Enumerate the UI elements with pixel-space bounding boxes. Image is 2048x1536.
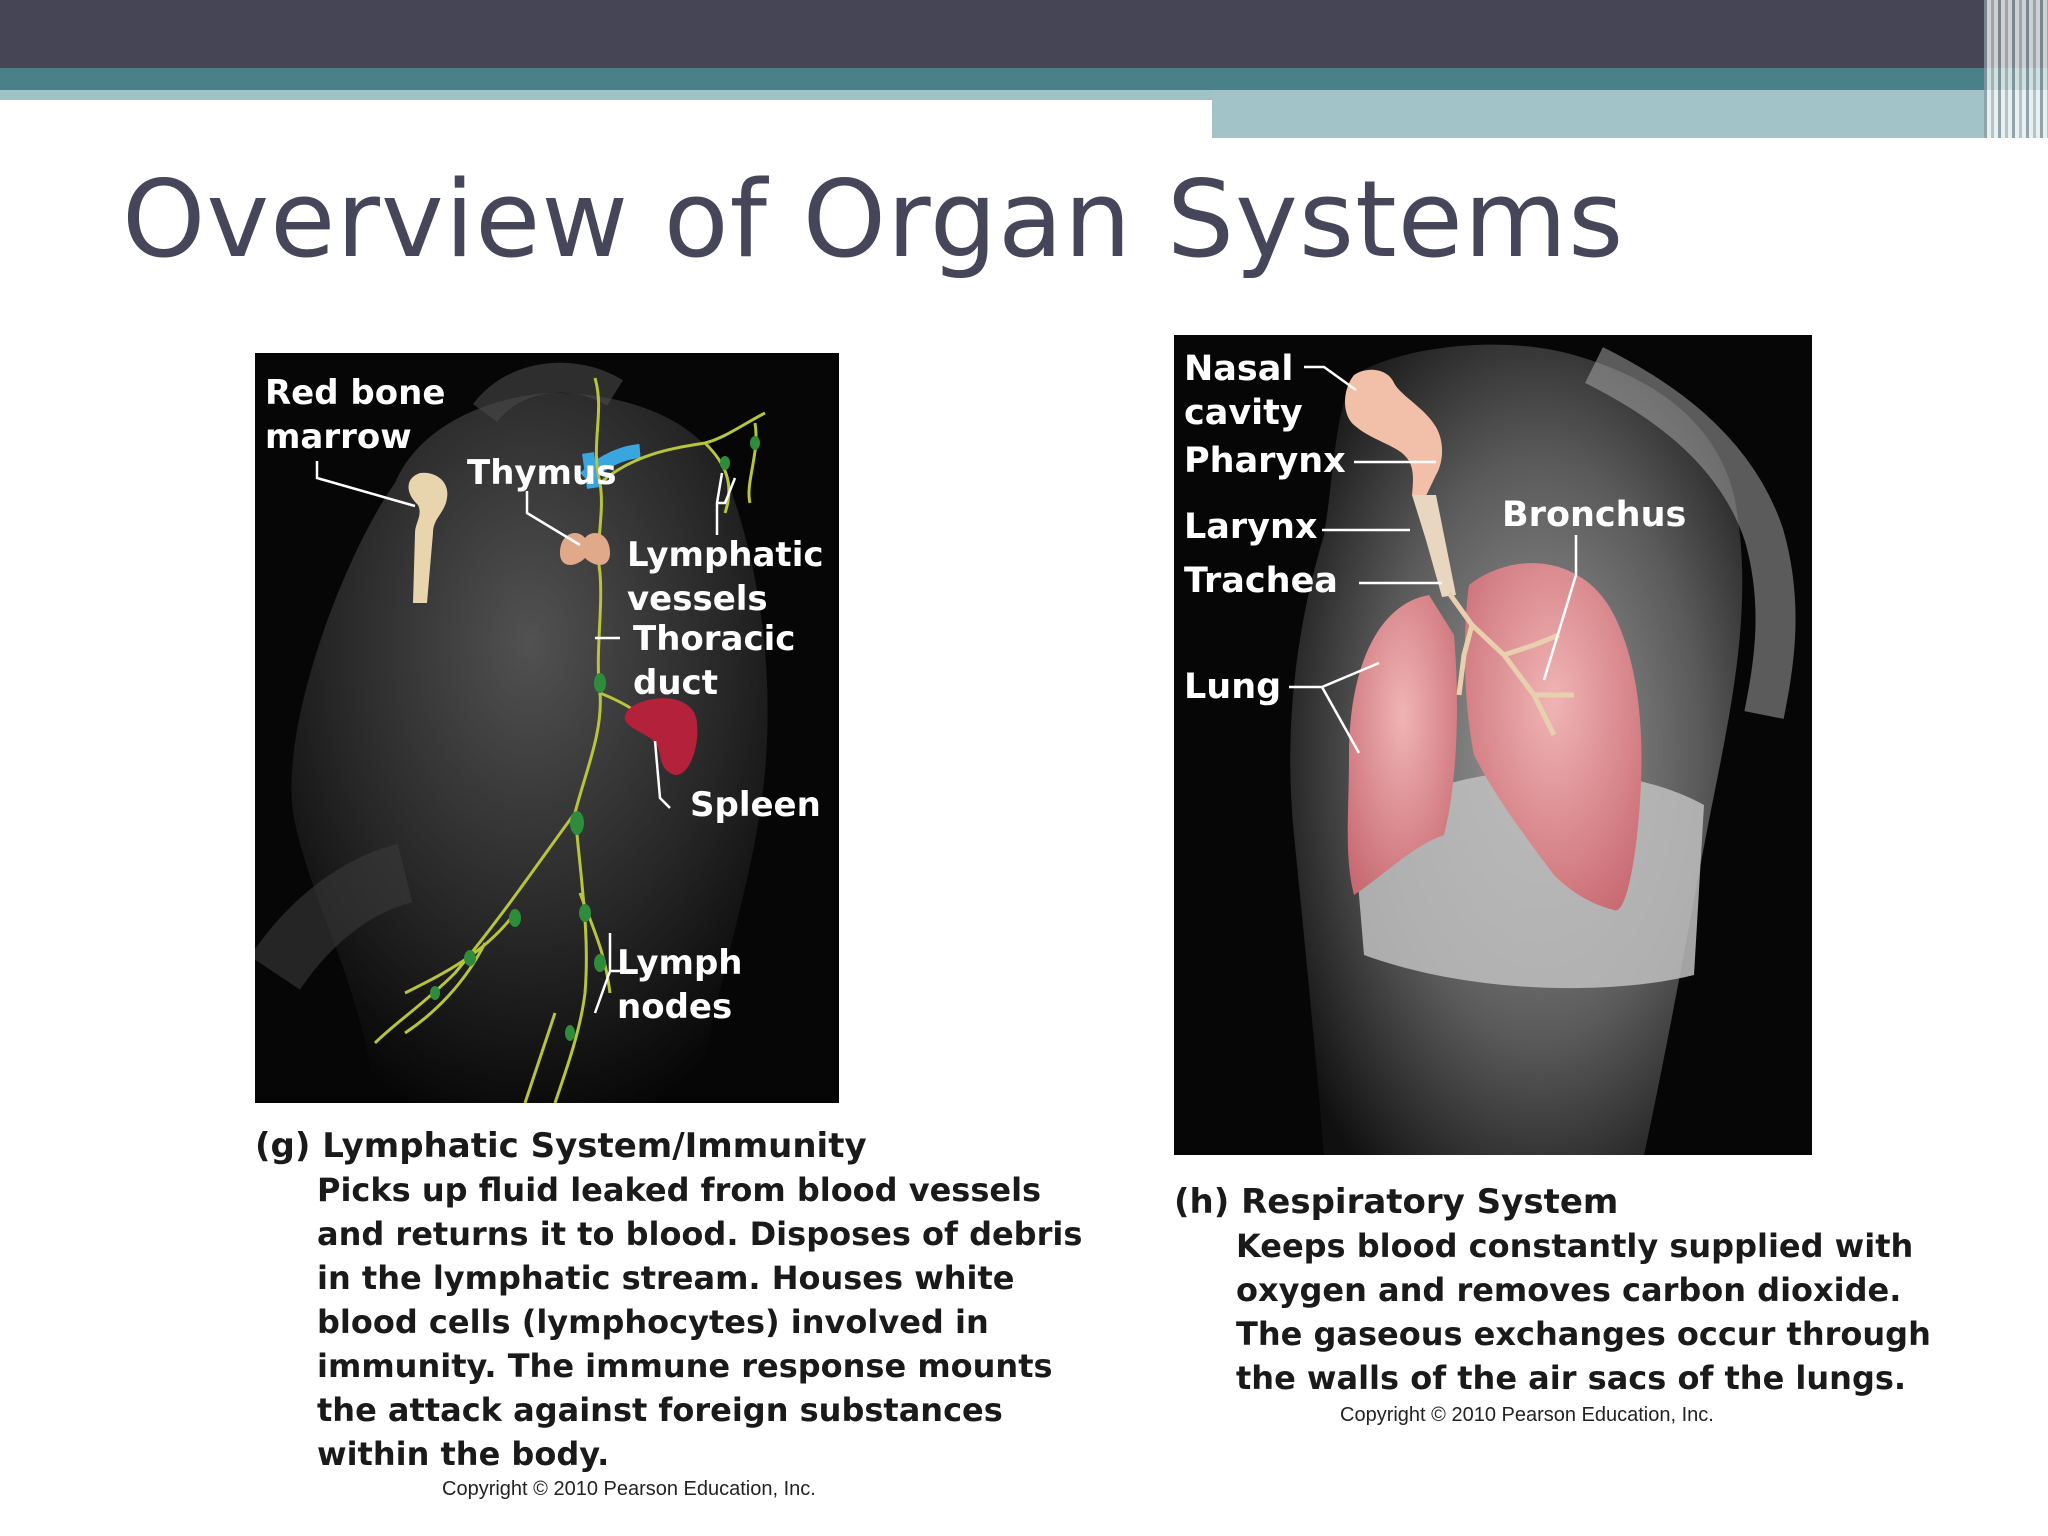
respiratory-caption-line: The gaseous exchanges occur through: [1236, 1315, 1931, 1353]
header-accent-block: [1212, 90, 2048, 138]
label-thymus: Thymus: [467, 453, 617, 493]
lymphatic-caption-line: blood cells (lymphocytes) involved in: [317, 1303, 989, 1341]
label-trachea: Trachea: [1184, 561, 1338, 601]
respiratory-copyright: Copyright © 2010 Pearson Education, Inc.: [1340, 1404, 1714, 1426]
lymphatic-drawing: [255, 362, 768, 1103]
label-red-bone-marrow: Red bone marrow: [265, 371, 445, 459]
label-nasal-cavity-line1: Nasal: [1184, 349, 1294, 389]
lung-shape: [1347, 595, 1457, 895]
header-accent-bar: [0, 68, 2048, 90]
lymphatic-caption-line: in the lymphatic stream. Houses white: [317, 1259, 1015, 1297]
header-stripes: [1984, 0, 2048, 138]
lymphatic-copyright: Copyright © 2010 Pearson Education, Inc.: [442, 1478, 816, 1500]
label-lymphatic-vessels-line2: vessels: [627, 579, 768, 619]
label-lymphatic-vessels-line1: Lymphatic: [627, 535, 824, 575]
label-nasal-cavity-line2: cavity: [1184, 393, 1303, 433]
respiratory-caption-title: (h) Respiratory System: [1174, 1182, 1619, 1222]
lymphatic-caption-body: Picks up fluid leaked from blood vessels…: [317, 1168, 1082, 1476]
lymphatic-caption-title: (g) Lymphatic System/Immunity: [255, 1126, 867, 1166]
respiratory-caption-line: the walls of the air sacs of the lungs.: [1236, 1359, 1907, 1397]
lymphatic-caption-line: Picks up fluid leaked from blood vessels: [317, 1171, 1042, 1209]
respiratory-caption-line: oxygen and removes carbon dioxide.: [1236, 1271, 1902, 1309]
header-accent-strip: [0, 90, 1212, 100]
label-lymph-nodes: Lymph nodes: [617, 941, 743, 1029]
label-nasal-cavity: Nasal cavity: [1184, 347, 1303, 435]
label-thoracic-duct-line2: duct: [633, 663, 718, 703]
spleen-shape: [624, 698, 698, 775]
label-larynx: Larynx: [1184, 507, 1318, 547]
lung-shape: [1464, 563, 1642, 911]
lymphatic-caption-line: immunity. The immune response mounts: [317, 1347, 1053, 1385]
respiratory-drawing: [1289, 344, 1796, 1155]
lymphatic-caption-line: within the body.: [317, 1435, 610, 1473]
label-spleen: Spleen: [690, 785, 821, 825]
label-red-bone-marrow-line1: Red bone: [265, 373, 446, 413]
label-thoracic-duct-line1: Thoracic: [633, 619, 796, 659]
lymphatic-caption-line: and returns it to blood. Disposes of deb…: [317, 1215, 1083, 1253]
respiratory-caption-line: Keeps blood constantly supplied with: [1236, 1227, 1914, 1265]
label-lymph-nodes-line2: nodes: [617, 987, 733, 1027]
label-pharynx: Pharynx: [1184, 441, 1346, 481]
label-thoracic-duct: Thoracic duct: [633, 617, 795, 705]
respiratory-caption-body: Keeps blood constantly supplied with oxy…: [1236, 1224, 1931, 1400]
label-lymphatic-vessels: Lymphatic vessels: [627, 533, 824, 621]
label-lung: Lung: [1184, 667, 1282, 707]
label-lymph-nodes-line1: Lymph: [617, 943, 743, 983]
nasal-cavity-shape: [1345, 369, 1443, 500]
lymphatic-caption-line: the attack against foreign substances: [317, 1391, 1003, 1429]
bone-shape: [408, 472, 448, 603]
slide-title: Overview of Organ Systems: [122, 158, 1625, 281]
label-bronchus: Bronchus: [1502, 495, 1687, 535]
lymphatic-illustration: Red bone marrow Thymus Lymphatic vessels…: [255, 353, 839, 1103]
header-bar: [0, 0, 2048, 68]
label-red-bone-marrow-line2: marrow: [265, 417, 412, 457]
respiratory-illustration: Nasal cavity Pharynx Larynx Trachea Lung…: [1174, 335, 1812, 1155]
trachea-shape: [1412, 495, 1456, 597]
